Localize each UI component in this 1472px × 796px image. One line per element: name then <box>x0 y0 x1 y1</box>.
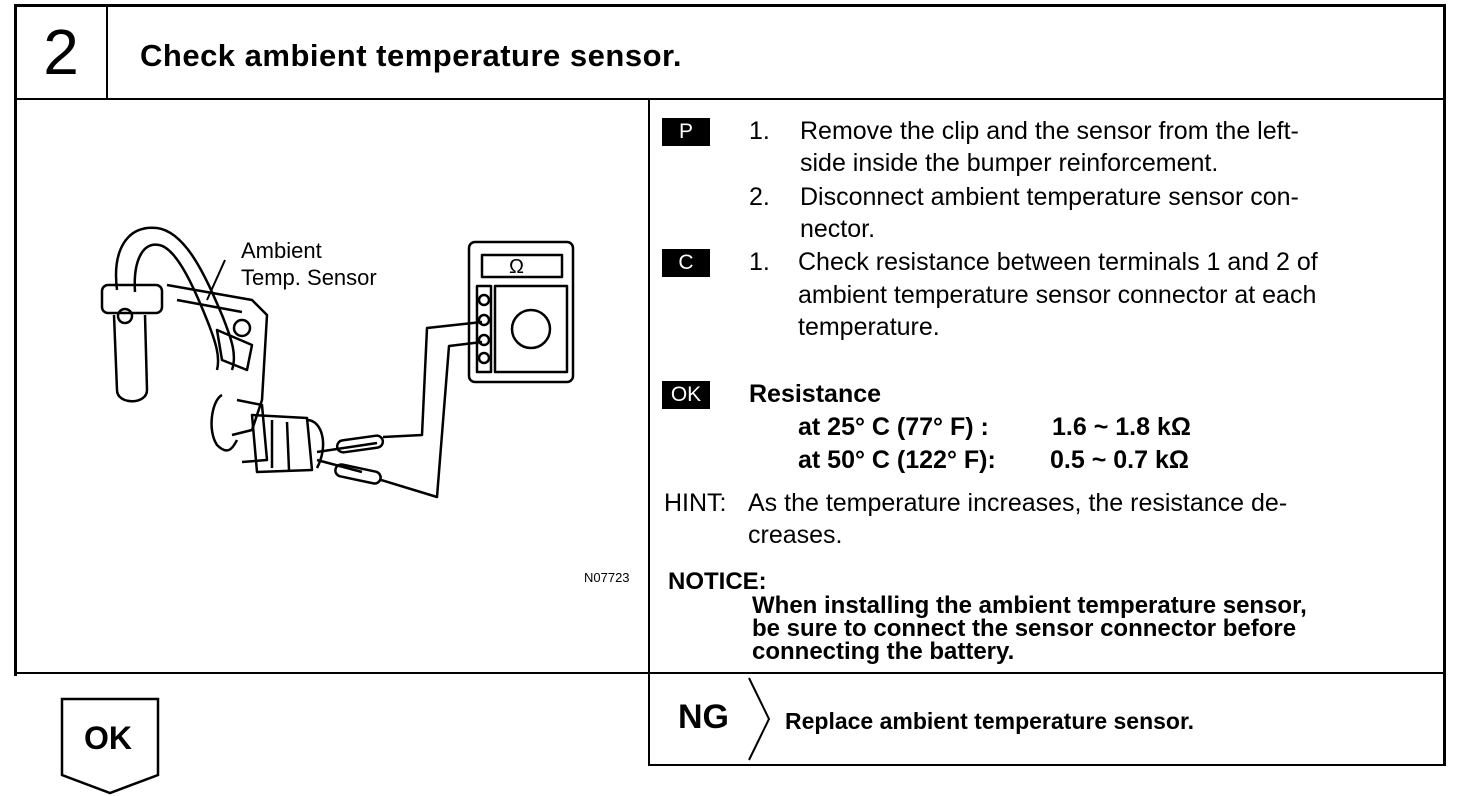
step-title: Check ambient temperature sensor. <box>140 38 682 73</box>
hint-line1: As the temperature increases, the resist… <box>748 489 1288 517</box>
sensor-illustration <box>100 226 575 499</box>
check-step-1-num: 1. <box>749 248 770 276</box>
column-divider <box>648 98 650 766</box>
hint-label: HINT: <box>664 489 727 517</box>
frame-right <box>1443 4 1446 766</box>
ng-bottom <box>648 764 1446 766</box>
sensor-label-line2: Temp. Sensor <box>241 265 377 290</box>
spec-row-1-cond: at 25° C (77° F) : <box>798 413 989 441</box>
step-number-divider <box>106 4 108 100</box>
prepare-step-1-line1: Remove the clip and the sensor from the … <box>800 117 1299 145</box>
prepare-step-1-line2: side inside the bumper reinforcement. <box>800 149 1219 177</box>
check-step-1-line1: Check resistance between terminals 1 and… <box>798 248 1318 276</box>
ok-arrow-box <box>60 697 160 795</box>
ok-label: OK <box>84 720 132 756</box>
spec-title: Resistance <box>749 380 882 408</box>
frame-left <box>14 4 17 676</box>
prepare-step-1-num: 1. <box>749 117 770 145</box>
prepare-step-2-num: 2. <box>749 183 770 211</box>
spec-row-2-value: 0.5 ~ 0.7 kΩ <box>1050 446 1189 474</box>
header-divider <box>14 98 1446 100</box>
step-number: 2 <box>43 16 79 88</box>
prepare-step-2-line2: nector. <box>800 215 876 243</box>
spec-row-1-value: 1.6 ~ 1.8 kΩ <box>1052 413 1191 441</box>
figure-code: N07723 <box>584 570 630 585</box>
sensor-label-line1: Ambient <box>241 238 322 263</box>
notice-label: NOTICE: <box>668 568 767 595</box>
check-step-1-line3: temperature. <box>798 313 940 341</box>
notice-line-2: be sure to connect the sensor connector … <box>752 615 1297 642</box>
ok-tag: OK <box>662 381 710 409</box>
prepare-step-2-line1: Disconnect ambient temperature sensor co… <box>800 183 1299 211</box>
body-bottom <box>14 672 1446 674</box>
prepare-tag: P <box>662 118 710 146</box>
check-tag: C <box>662 249 710 277</box>
check-step-1-line2: ambient temperature sensor connector at … <box>798 281 1317 309</box>
frame-top <box>14 4 1446 7</box>
sensor-figure: Ambient Temp. Sensor Ω N07723 <box>17 100 648 672</box>
hint-line2: creases. <box>748 521 843 549</box>
ng-action: Replace ambient temperature sensor. <box>785 708 1195 734</box>
ng-label: NG <box>678 698 729 736</box>
spec-row-2-cond: at 50° C (122° F): <box>798 446 996 474</box>
ohm-symbol: Ω <box>509 256 524 278</box>
ng-arrow-divider <box>748 677 771 761</box>
notice-line-3: connecting the battery. <box>752 638 1015 665</box>
notice-line-1: When installing the ambient temperature … <box>752 592 1307 619</box>
